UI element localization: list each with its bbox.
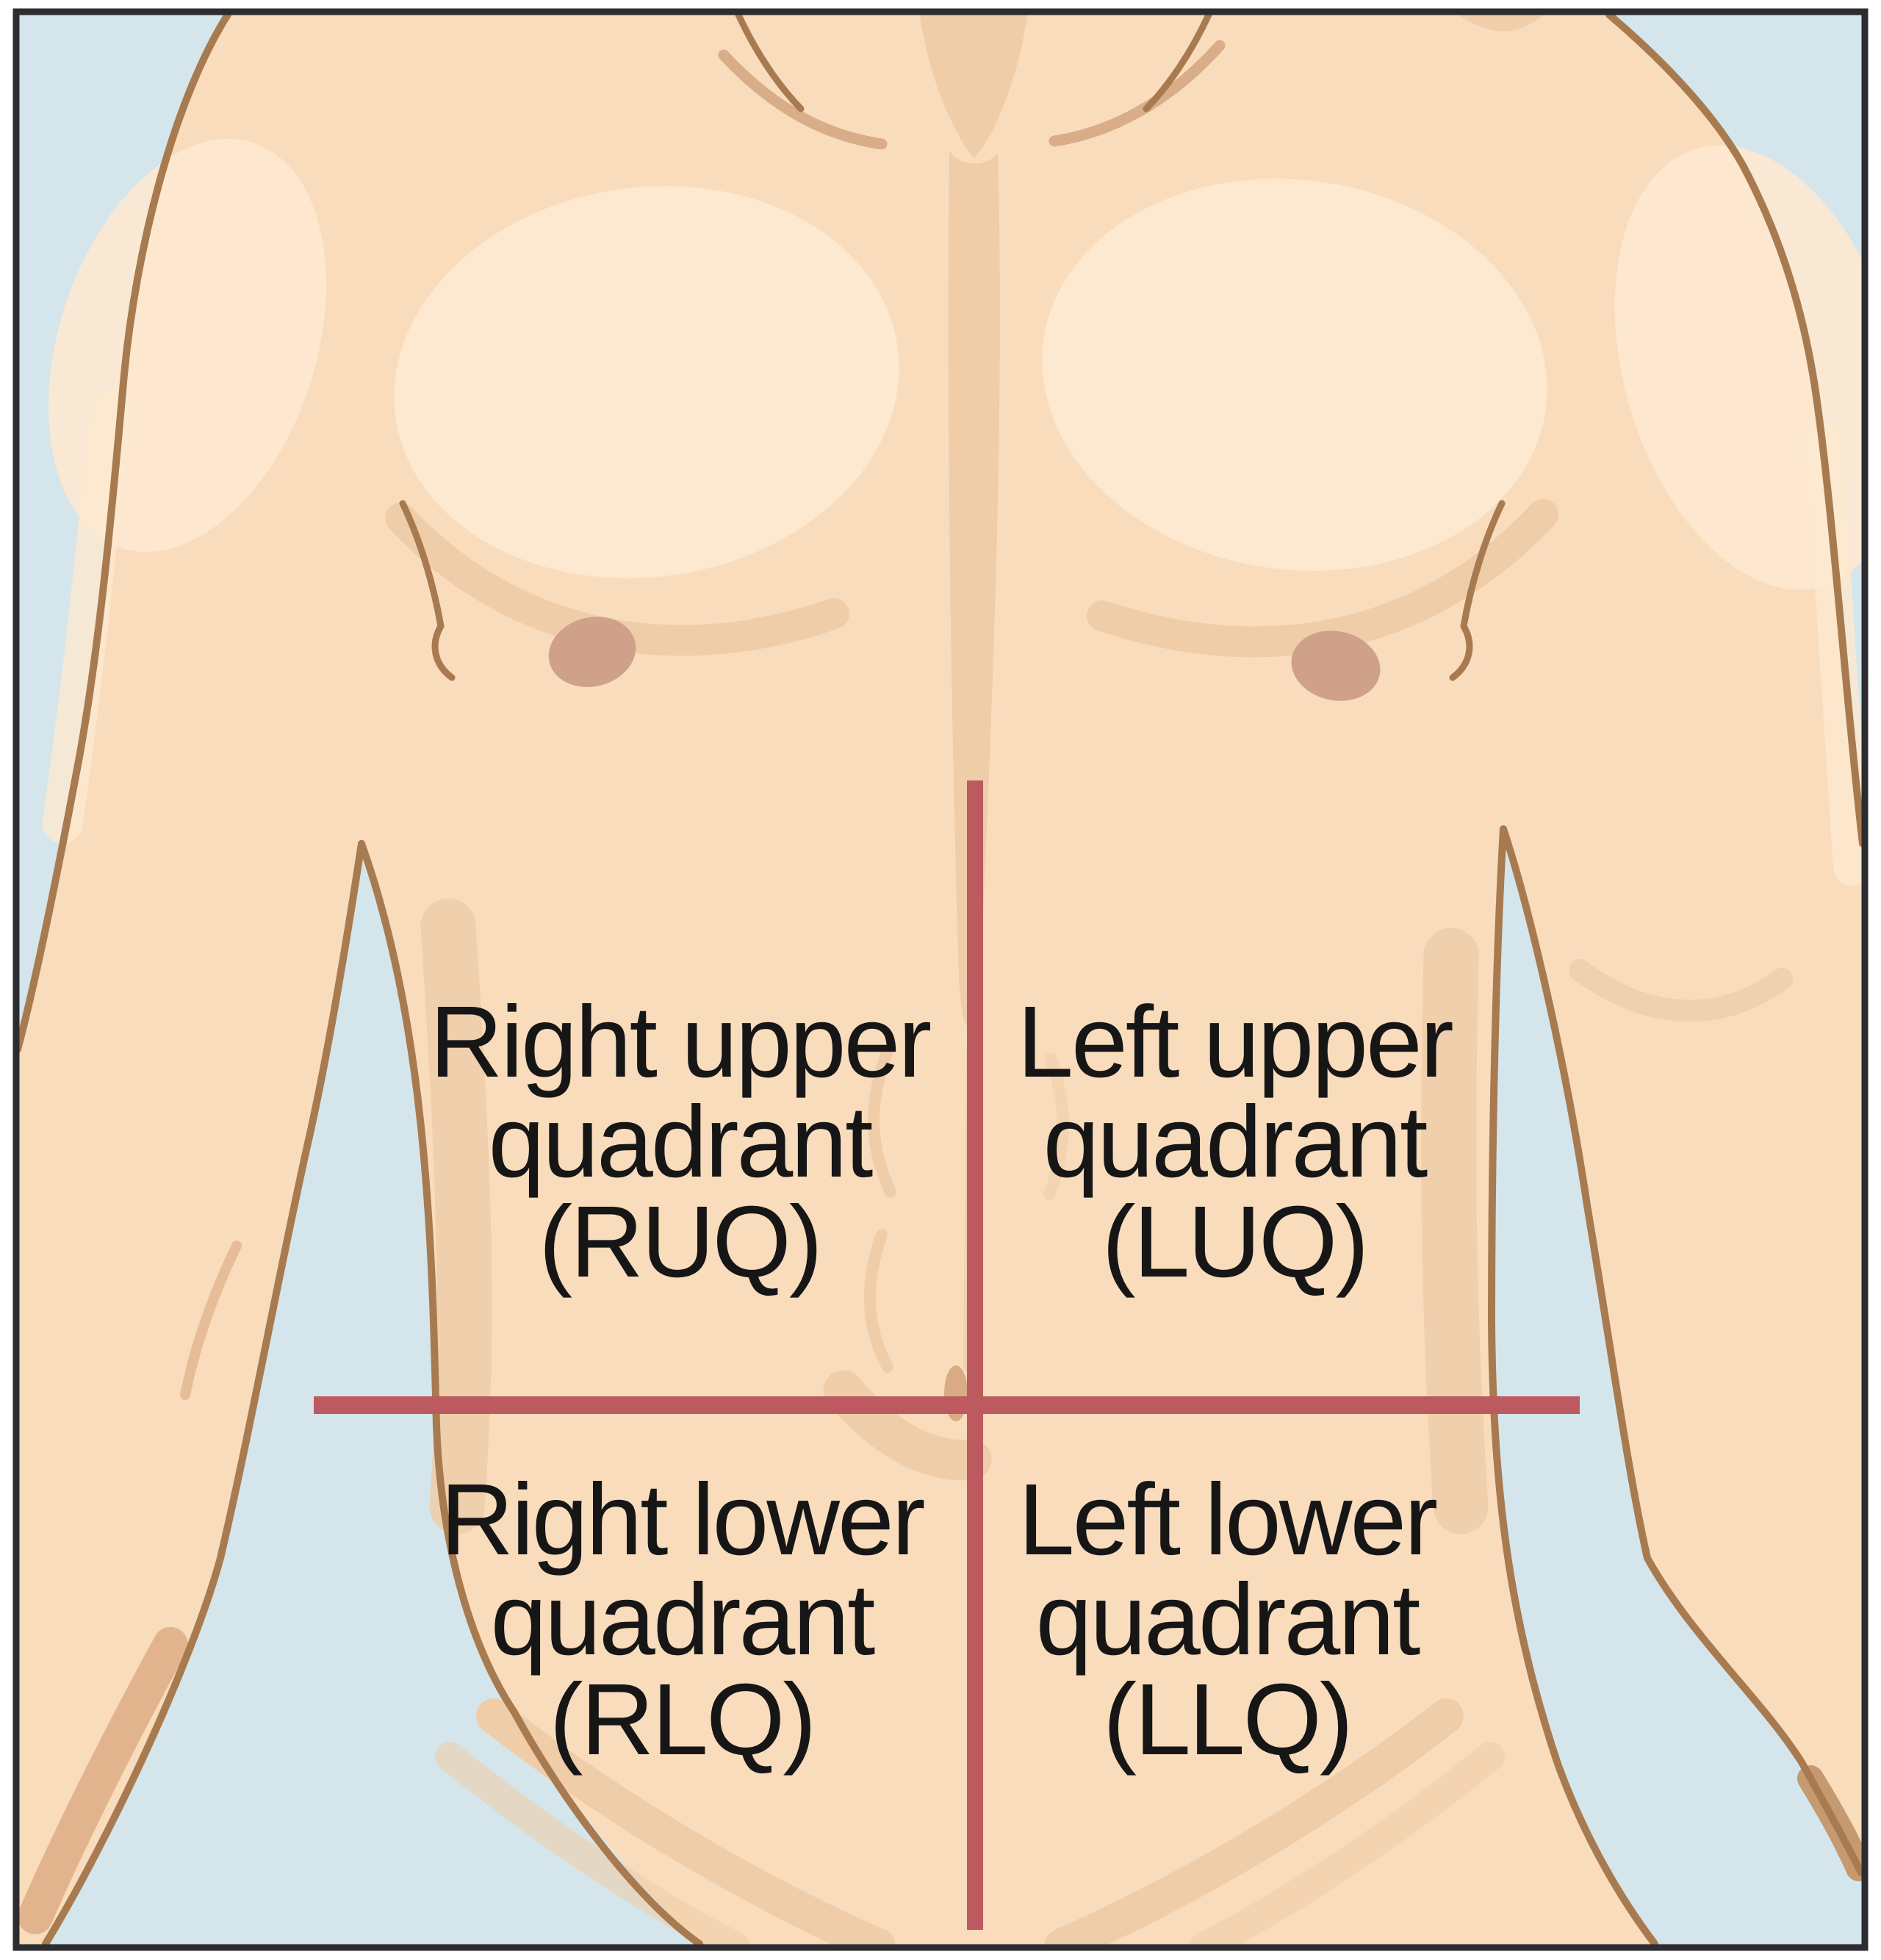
- right-neck-line: [1143, 15, 1212, 112]
- body-outlines: [19, 15, 1862, 1946]
- quadrant-divider-horizontal-line: [314, 1396, 1580, 1414]
- right-clavicle-line: [1049, 40, 1226, 147]
- quadrant-divider-vertical-line: [967, 780, 983, 1930]
- frame-border: [12, 8, 1869, 1951]
- label-right-lower-quadrant: Right lower quadrant (RLQ): [440, 1463, 925, 1776]
- left-neck-line: [735, 15, 805, 112]
- left-clavicle-line: [718, 49, 888, 150]
- left-nipple: [1291, 631, 1381, 701]
- body-group: [19, 15, 1862, 1946]
- label-left-lower-quadrant: Left lower quadrant (LLQ): [1018, 1463, 1438, 1776]
- label-left-upper-quadrant: Left upper quadrant (LUQ): [1017, 986, 1453, 1299]
- label-right-upper-quadrant: Right upper quadrant (RUQ): [429, 986, 932, 1299]
- right-nipple: [548, 617, 636, 687]
